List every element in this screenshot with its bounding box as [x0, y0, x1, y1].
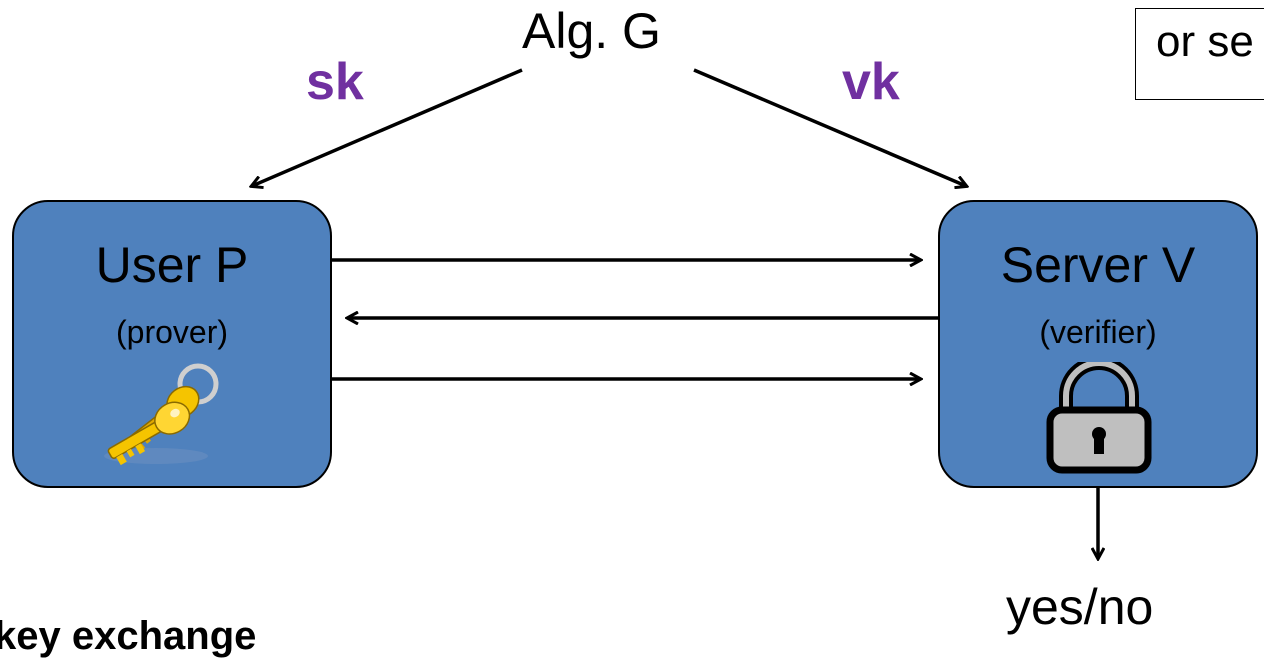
note-text: or se — [1156, 17, 1254, 66]
diagram-arrows — [0, 68, 1264, 638]
arrow-to-user — [252, 68, 523, 186]
padlock-icon — [1046, 362, 1152, 474]
note-box: or se — [1135, 8, 1264, 100]
keys-icon — [104, 363, 219, 466]
result-label: yes/no — [1006, 579, 1154, 635]
secret-key-label: sk — [306, 53, 364, 111]
bottom-caption: key exchange — [0, 614, 257, 658]
server-verifier-box: Server V (verifier) — [938, 200, 1258, 488]
user-subtitle: (prover) — [115, 314, 228, 350]
diagram: Alg. G sk vk or se User P (prover) — [0, 3, 1264, 658]
server-subtitle: (verifier) — [1039, 314, 1157, 350]
algorithm-g-label: Alg. G — [522, 3, 661, 59]
user-prover-box: User P (prover) — [12, 200, 332, 488]
server-title: Server V — [1000, 237, 1196, 293]
user-title: User P — [95, 237, 249, 293]
verification-key-label: vk — [842, 53, 900, 111]
arrow-to-server — [693, 68, 966, 186]
